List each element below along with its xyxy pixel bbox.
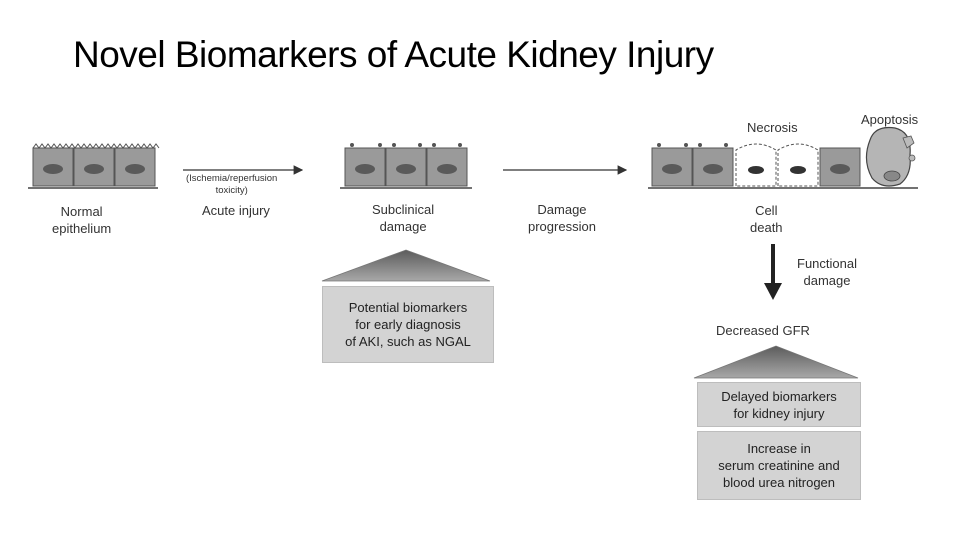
necrosis-label: Necrosis xyxy=(747,120,798,135)
creatinine-box: Increase in serum creatinine and blood u… xyxy=(697,431,861,500)
functional-damage-label: Functional damage xyxy=(797,256,857,288)
delayed-biomarkers-text: Delayed biomarkers for kidney injury xyxy=(721,388,837,421)
apoptosis-label: Apoptosis xyxy=(861,112,919,127)
delayed-biomarkers-box: Delayed biomarkers for kidney injury xyxy=(697,382,861,427)
cell-death-cells xyxy=(648,126,918,189)
subclinical-damage-label: Subclinical damage xyxy=(372,202,435,234)
normal-epithelium-cells xyxy=(28,143,160,189)
normal-epithelium-label: Normal epithelium xyxy=(52,204,112,236)
cell-death-label: Cell death xyxy=(750,203,783,235)
early-biomarkers-box: Potential biomarkers for early diagnosis… xyxy=(322,286,494,363)
subclinical-damage-cells xyxy=(340,143,472,189)
early-biomarkers-text: Potential biomarkers for early diagnosis… xyxy=(345,300,471,349)
damage-progression-label: Damage progression xyxy=(528,202,596,234)
creatinine-text: Increase in serum creatinine and blood u… xyxy=(718,441,840,490)
decreased-gfr-label: Decreased GFR xyxy=(716,323,810,338)
slide-title: Novel Biomarkers of Acute Kidney Injury xyxy=(73,34,714,75)
acute-injury-label: Acute injury xyxy=(202,203,270,218)
acute-injury-cause-label: (Ischemia/reperfusion toxicity) xyxy=(186,173,278,196)
early-biomarkers-triangle xyxy=(321,249,491,282)
delayed-biomarkers-triangle xyxy=(693,345,859,379)
functional-damage-arrow xyxy=(764,283,782,300)
